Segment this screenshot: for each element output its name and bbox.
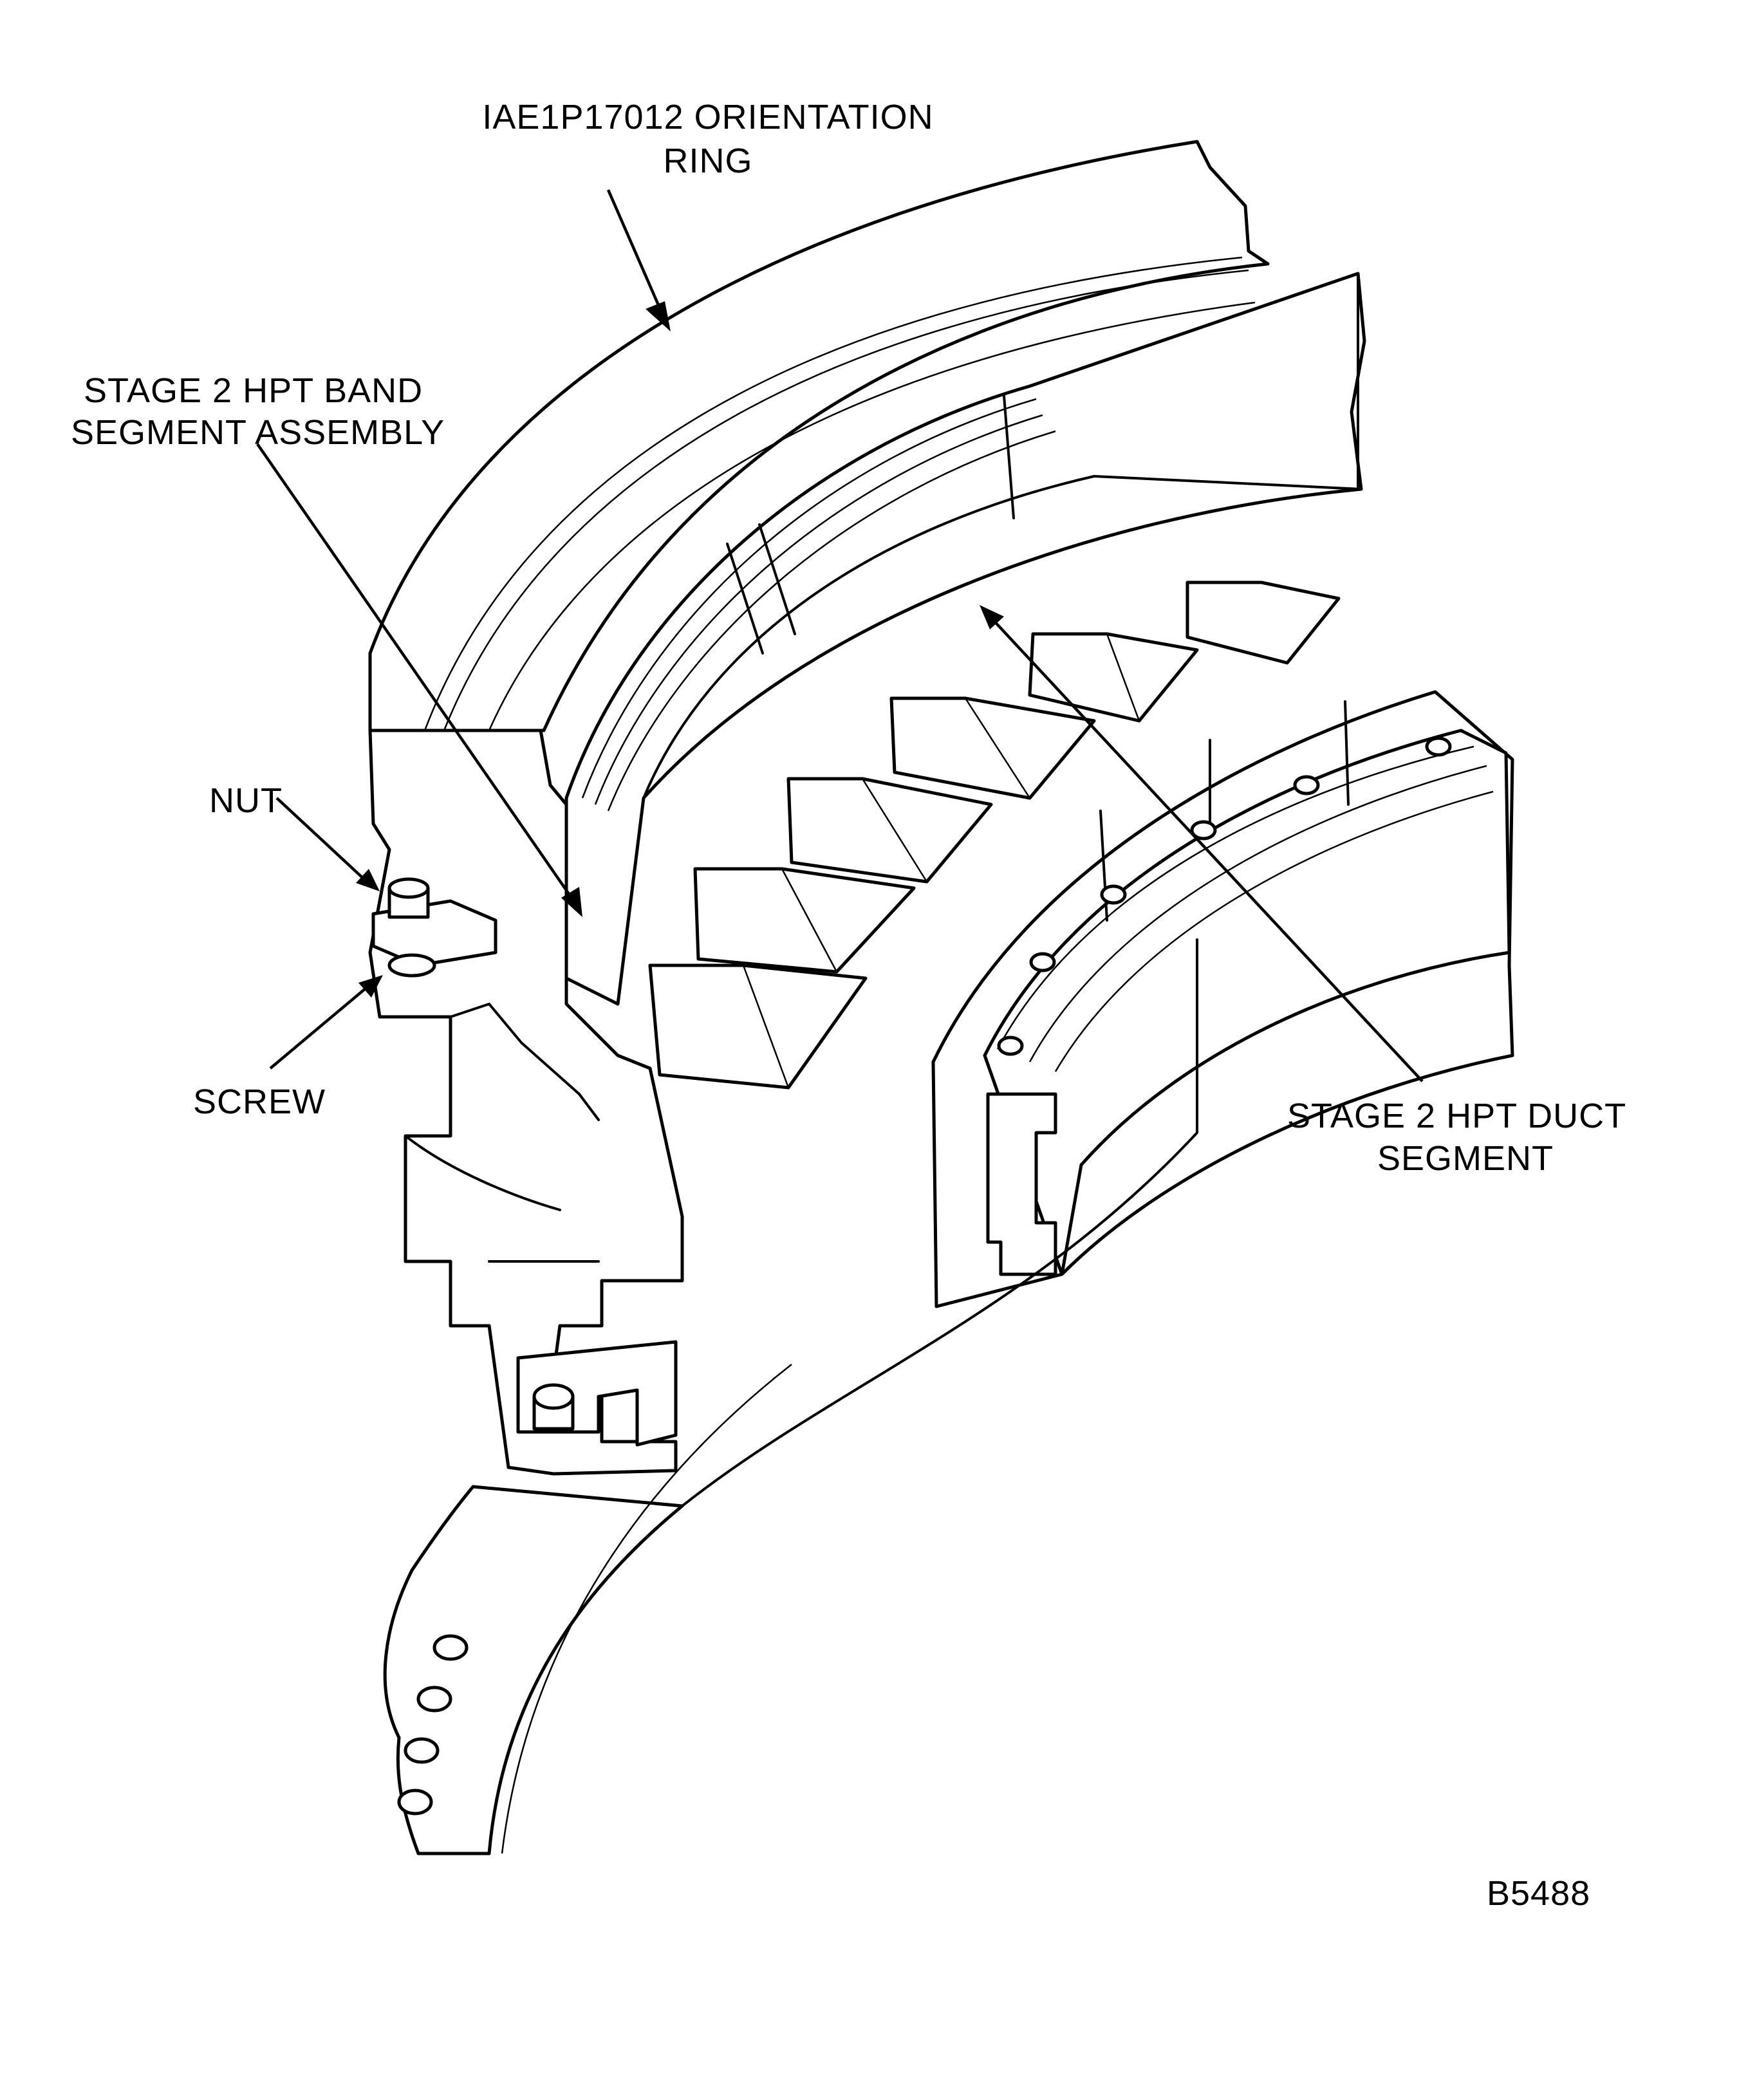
band-segment-assembly: [564, 272, 1366, 1006]
duct-segment: [931, 690, 1514, 1308]
leader-nut: [275, 797, 368, 883]
callout-leaders: [256, 189, 1424, 1083]
figure-number: B5488: [1487, 1874, 1590, 1913]
label-screw: SCREW: [193, 1083, 326, 1121]
nut-and-screw: [371, 877, 497, 978]
label-band-segment-line1: STAGE 2 HPT BAND: [84, 371, 423, 410]
leader-band-segment: [256, 443, 577, 906]
callout-labels: IAE1P17012 ORIENTATION RING STAGE 2 HPT …: [71, 98, 1626, 1913]
label-nut: NUT: [209, 781, 283, 820]
arrowhead-screw: [358, 975, 383, 998]
label-orientation-ring-line1: IAE1P17012 ORIENTATION: [482, 98, 933, 136]
arrowhead-orientation-ring: [646, 301, 671, 331]
label-duct-segment-line2: SEGMENT: [1377, 1139, 1554, 1178]
label-duct-segment-line1: STAGE 2 HPT DUCT: [1287, 1097, 1626, 1135]
leader-orientation-ring: [606, 189, 665, 316]
leader-screw: [269, 983, 371, 1070]
arrowhead-band-segment: [561, 887, 582, 917]
vane-row: [648, 581, 1341, 1090]
label-band-segment-line2: SEGMENT ASSEMBLY: [71, 413, 445, 452]
arrowhead-nut: [356, 869, 380, 891]
label-orientation-ring-line2: RING: [664, 142, 753, 180]
leader-duct-segment: [990, 617, 1424, 1083]
arrowhead-duct-segment: [980, 605, 1004, 629]
